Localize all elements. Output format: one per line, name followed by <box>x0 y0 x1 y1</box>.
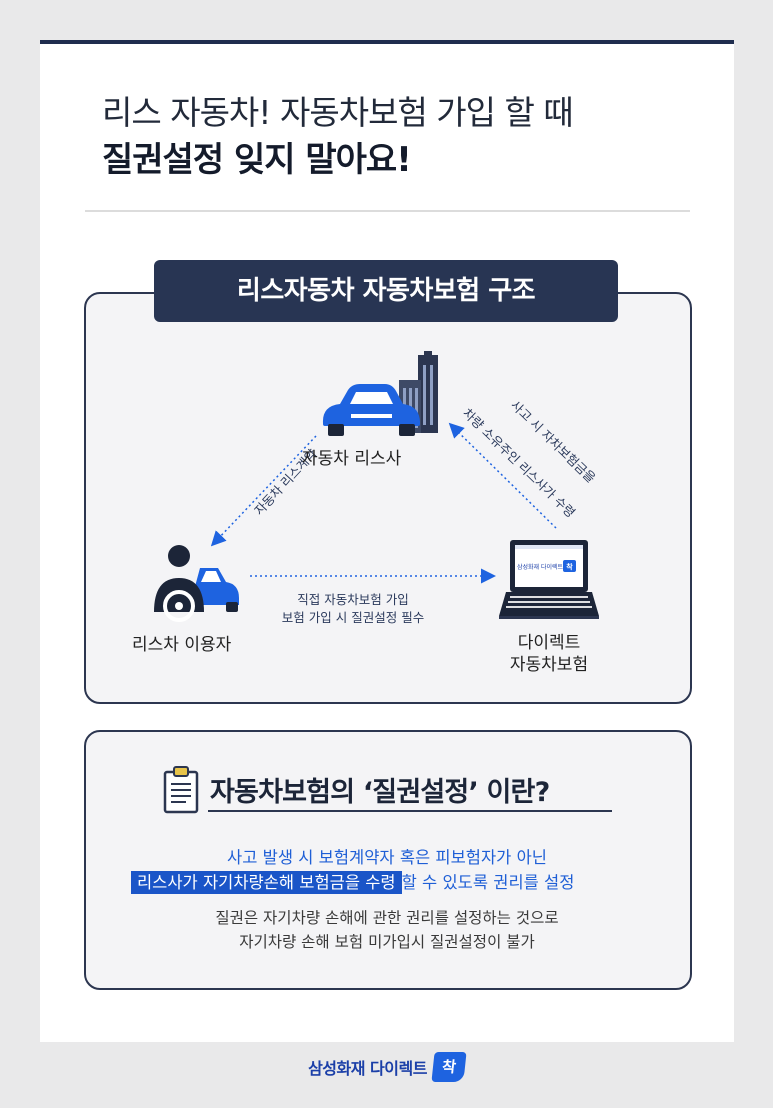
laptop-icon: 삼성화재 다이렉트 착 <box>499 540 599 619</box>
node-lease-user: 리스차 이용자 <box>132 635 232 655</box>
brand-name: 삼성화재 다이렉트 <box>308 1059 427 1078</box>
page-title-line1: 리스 자동차! 자동차보험 가입 할 때 <box>102 93 574 132</box>
laptop-screen-text: 삼성화재 다이렉트 <box>517 563 564 571</box>
infographic-card: 리스 자동차! 자동차보험 가입 할 때 질권설정 잊지 말아요! 리스자동차 … <box>40 40 734 1042</box>
structure-heading: 리스자동차 자동차보험 구조 <box>154 260 618 322</box>
arrow-bottom-label-1: 직접 자동차보험 가입 <box>297 592 409 607</box>
definition-line2-rest: 할 수 있도록 권리를 설정 <box>401 873 575 892</box>
structure-diagram: 삼성화재 다이렉트 착 자동차 리스계약 사고 시 자차보험금을 차량 소유주인… <box>154 351 599 622</box>
definition-underline <box>208 810 612 812</box>
divider <box>85 210 690 212</box>
node-direct-line1: 다이렉트 <box>517 633 581 653</box>
definition-heading: 자동차보험의 ‘질권설정’ 이란? <box>210 777 550 808</box>
definition-line1: 사고 발생 시 보험계약자 혹은 피보험자가 아닌 <box>227 848 547 867</box>
clipboard-icon <box>163 766 199 814</box>
lease-user-icon <box>154 545 239 622</box>
arrow-right-label-2: 차량 소유주인 리스사가 수령 <box>460 405 578 520</box>
node-leasing-company: 자동차 리스사 <box>302 449 402 469</box>
structure-panel <box>84 292 692 704</box>
definition-line3: 질권은 자기차량 손해에 관한 권리를 설정하는 것으로 <box>215 909 559 927</box>
brand-badge: 착 <box>431 1052 467 1082</box>
arrow-lease-contract <box>210 435 317 547</box>
definition-line4: 자기차량 손해 보험 미가입시 질권설정이 불가 <box>239 933 535 951</box>
page-title-line2: 질권설정 잊지 말아요! <box>102 140 412 180</box>
laptop-screen-badge: 착 <box>566 562 573 571</box>
arrow-insurance-payout <box>448 422 557 529</box>
leasing-company-icon <box>322 351 438 436</box>
definition-highlight: 리스사가 자기차량손해 보험금을 수령 <box>131 871 402 894</box>
arrow-bottom-label-2: 보험 가입 시 질권설정 필수 <box>281 610 425 625</box>
top-bar <box>40 40 734 44</box>
node-direct-line2: 자동차보험 <box>509 655 589 675</box>
